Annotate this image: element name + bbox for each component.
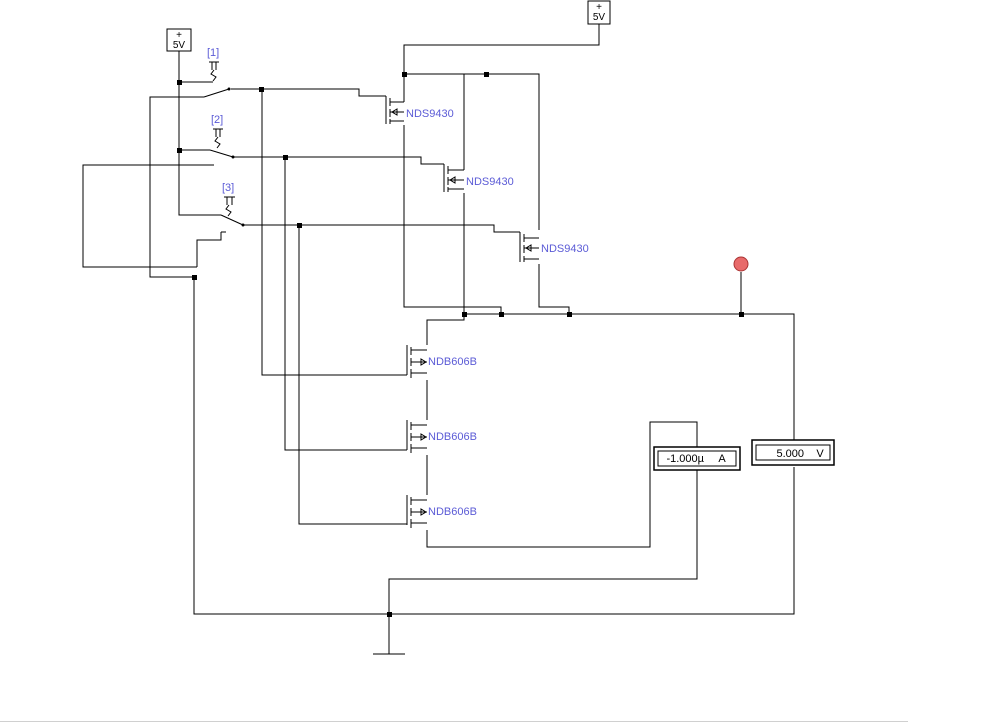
pmos-part-label: NDS9430 <box>541 243 589 255</box>
ammeter[interactable]: -1.000µ A <box>653 446 741 471</box>
switch-key-label: [3] <box>222 182 234 194</box>
voltmeter-unit: V <box>816 448 824 460</box>
source-plus: + <box>596 2 602 13</box>
nmos-part-label: NDB606B <box>428 356 477 368</box>
switch-3[interactable]: [3] <box>220 182 245 233</box>
nmos-transistor-1[interactable]: NDB606B <box>406 345 477 378</box>
source-value: 5V <box>593 12 606 23</box>
source-value: 5V <box>173 40 186 51</box>
pmos-transistor-3[interactable]: NDS9430 <box>519 232 589 262</box>
junction-dots <box>177 72 744 617</box>
voltage-source-top[interactable]: + 5V <box>587 0 611 25</box>
pmos-part-label: NDS9430 <box>466 176 514 188</box>
status-bar-edge <box>0 721 908 722</box>
voltage-source-left[interactable]: + 5V <box>166 28 192 52</box>
voltmeter-reading: 5.000 <box>776 448 804 460</box>
voltmeter[interactable]: 5.000 V <box>751 439 835 466</box>
switch-2[interactable]: [2] <box>209 114 235 166</box>
ammeter-reading: -1.000µ <box>666 453 704 465</box>
switch-1[interactable]: [1] <box>203 47 231 98</box>
pmos-transistor-2[interactable]: NDS9430 <box>443 164 514 192</box>
nmos-transistor-2[interactable]: NDB606B <box>406 420 477 453</box>
nmos-transistor-3[interactable]: NDB606B <box>406 495 477 528</box>
source-plus: + <box>176 30 182 41</box>
ammeter-unit: A <box>718 453 726 465</box>
nmos-part-label: NDB606B <box>428 431 477 443</box>
switch-key-label: [2] <box>211 114 223 126</box>
wires <box>82 24 795 655</box>
pmos-transistor-1[interactable]: NDS9430 <box>385 96 454 124</box>
nmos-part-label: NDB606B <box>428 506 477 518</box>
pmos-part-label: NDS9430 <box>406 108 454 120</box>
output-probe[interactable] <box>733 256 749 272</box>
switch-key-label: [1] <box>207 47 219 59</box>
